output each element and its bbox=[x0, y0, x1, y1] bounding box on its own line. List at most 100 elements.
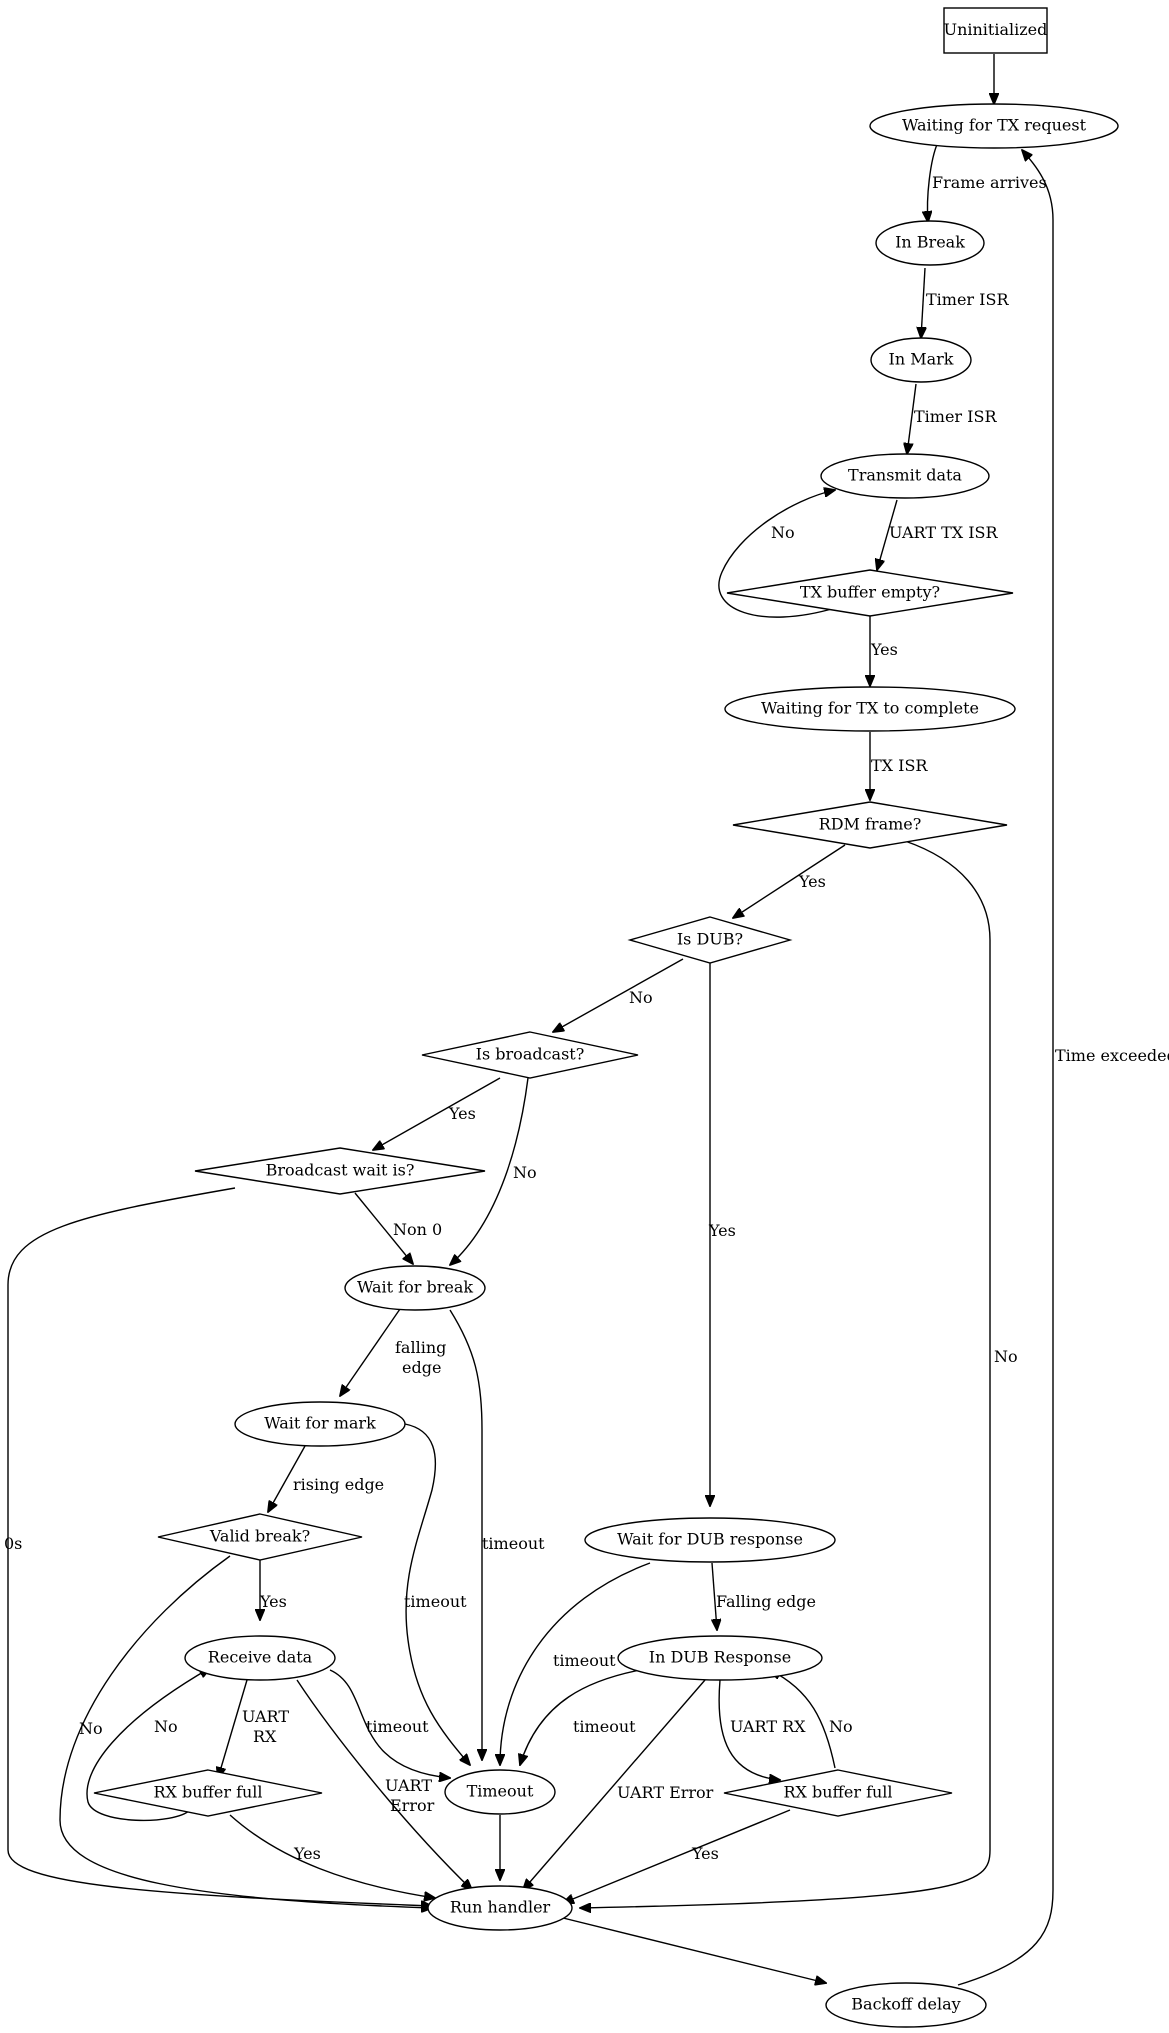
svg-text:Run handler: Run handler bbox=[450, 1898, 551, 1917]
label-valid-no: No bbox=[79, 1719, 103, 1738]
node-in-mark: In Mark bbox=[870, 337, 972, 383]
svg-text:Waiting for TX to complete: Waiting for TX to complete bbox=[761, 699, 979, 718]
node-rx-buffer-full-right: RX buffer full bbox=[723, 1769, 953, 1817]
node-wait-for-break: Wait for break bbox=[344, 1265, 486, 1311]
node-waiting-tx-complete: Waiting for TX to complete bbox=[724, 686, 1016, 732]
edge-mark-timeout bbox=[404, 1423, 470, 1765]
label-broadcast-non0: Non 0 bbox=[393, 1220, 442, 1239]
node-wait-for-mark: Wait for mark bbox=[234, 1401, 406, 1447]
edge-broadcast-0s bbox=[7, 1187, 432, 1906]
node-in-dub-response: In DUB Response bbox=[617, 1635, 823, 1681]
label-tx-empty-no: No bbox=[771, 523, 795, 542]
svg-text:Is DUB?: Is DUB? bbox=[677, 930, 743, 949]
edge-broadcast-non0 bbox=[354, 1192, 413, 1264]
label-timer-isr-1: Timer ISR bbox=[926, 290, 1009, 309]
svg-text:Backoff delay: Backoff delay bbox=[851, 1995, 960, 2014]
label-dub-falling-edge: Falling edge bbox=[716, 1592, 816, 1611]
svg-text:Transmit data: Transmit data bbox=[848, 466, 962, 485]
node-transmit-data: Transmit data bbox=[820, 453, 990, 499]
label-falling-edge-1: falling bbox=[395, 1338, 446, 1357]
node-is-broadcast: Is broadcast? bbox=[421, 1031, 639, 1079]
edge-rx-left-yes bbox=[229, 1814, 435, 1898]
edge-dub-uart-error bbox=[523, 1679, 706, 1890]
edge-timer-isr-1 bbox=[921, 267, 925, 338]
edge-broadcast-no bbox=[450, 1077, 529, 1265]
edge-rdm-yes bbox=[733, 844, 846, 918]
edge-rx-left-no bbox=[86, 1668, 210, 1822]
edge-dub-uart-rx bbox=[718, 1679, 780, 1780]
edge-handler-to-backoff bbox=[554, 1915, 826, 1983]
label-rx-right-yes: Yes bbox=[691, 1844, 719, 1863]
svg-text:In DUB Response: In DUB Response bbox=[649, 1648, 791, 1667]
label-receive-timeout: timeout bbox=[366, 1717, 429, 1736]
node-uninitialized: Uninitialized bbox=[943, 7, 1048, 54]
node-broadcast-wait: Broadcast wait is? bbox=[194, 1147, 486, 1195]
svg-text:RX buffer full: RX buffer full bbox=[783, 1783, 892, 1802]
label-uart-error-1: UART bbox=[385, 1776, 432, 1795]
label-tx-isr: TX ISR bbox=[871, 756, 928, 775]
edge-frame-arrives bbox=[927, 141, 939, 222]
label-dub-uart-error: UART Error bbox=[617, 1783, 714, 1802]
edge-tx-empty-no bbox=[718, 490, 835, 618]
svg-text:Receive data: Receive data bbox=[208, 1648, 313, 1667]
label-timer-isr-2: Timer ISR bbox=[914, 407, 997, 426]
svg-text:RDM frame?: RDM frame? bbox=[819, 815, 922, 834]
node-backoff-delay: Backoff delay bbox=[825, 1982, 987, 2028]
edge-rx-right-yes bbox=[563, 1809, 791, 1903]
edge-receive-timeout bbox=[329, 1669, 450, 1778]
svg-text:Broadcast wait is?: Broadcast wait is? bbox=[266, 1161, 415, 1180]
label-tx-empty-yes: Yes bbox=[870, 640, 898, 659]
edge-timer-isr-2 bbox=[907, 383, 917, 454]
label-valid-yes: Yes bbox=[259, 1592, 287, 1611]
edge-rising-edge bbox=[268, 1445, 306, 1512]
svg-text:Valid break?: Valid break? bbox=[209, 1527, 310, 1546]
label-broadcast-0s: 0s bbox=[4, 1534, 22, 1553]
edge-dub-falling-edge bbox=[712, 1562, 717, 1630]
svg-text:In Break: In Break bbox=[895, 233, 965, 252]
label-broadcast-yes: Yes bbox=[448, 1104, 476, 1123]
label-uart-error-2: Error bbox=[390, 1796, 435, 1815]
node-receive-data: Receive data bbox=[184, 1635, 336, 1681]
edge-dub-wait-timeout bbox=[500, 1562, 651, 1765]
node-wait-dub-response: Wait for DUB response bbox=[584, 1517, 836, 1563]
edge-uart-error-left bbox=[296, 1679, 472, 1890]
node-rdm-frame: RDM frame? bbox=[732, 801, 1008, 849]
label-dub-wait-timeout: timeout bbox=[553, 1651, 616, 1670]
edge-dub-no bbox=[553, 958, 684, 1032]
label-rx-left-yes: Yes bbox=[293, 1844, 321, 1863]
label-uart-tx-isr: UART TX ISR bbox=[889, 523, 999, 542]
node-tx-buffer-empty: TX buffer empty? bbox=[726, 569, 1014, 617]
edge-broadcast-yes bbox=[373, 1077, 501, 1150]
node-timeout: Timeout bbox=[444, 1769, 556, 1815]
edge-uart-tx-isr bbox=[877, 499, 898, 570]
svg-text:TX buffer empty?: TX buffer empty? bbox=[800, 583, 940, 602]
svg-text:In Mark: In Mark bbox=[889, 350, 954, 369]
label-dub-no: No bbox=[629, 988, 653, 1007]
node-run-handler: Run handler bbox=[427, 1885, 573, 1931]
svg-text:Timeout: Timeout bbox=[467, 1782, 534, 1801]
svg-text:Wait for DUB response: Wait for DUB response bbox=[617, 1530, 803, 1549]
svg-text:Uninitialized: Uninitialized bbox=[944, 20, 1048, 39]
label-rx-right-no: No bbox=[829, 1717, 853, 1736]
svg-text:RX buffer full: RX buffer full bbox=[153, 1783, 262, 1802]
svg-text:Waiting for TX request: Waiting for TX request bbox=[902, 116, 1087, 135]
svg-text:Wait for mark: Wait for mark bbox=[264, 1414, 376, 1433]
edge-uart-rx-left bbox=[218, 1679, 248, 1778]
svg-text:Wait for break: Wait for break bbox=[357, 1278, 473, 1297]
edge-falling-edge bbox=[340, 1308, 401, 1396]
label-mark-timeout: timeout bbox=[404, 1592, 467, 1611]
node-waiting-tx-request: Waiting for TX request bbox=[869, 103, 1119, 149]
label-rx-left-no: No bbox=[154, 1717, 178, 1736]
svg-text:Is broadcast?: Is broadcast? bbox=[476, 1045, 585, 1064]
edge-dub-resp-timeout bbox=[520, 1669, 641, 1765]
label-dub-resp-timeout: timeout bbox=[573, 1717, 636, 1736]
edge-time-exceeded bbox=[957, 150, 1054, 1986]
label-broadcast-no: No bbox=[513, 1163, 537, 1182]
node-is-dub: Is DUB? bbox=[627, 916, 793, 964]
node-in-break: In Break bbox=[875, 220, 985, 266]
label-time-exceeded: Time exceeded bbox=[1055, 1046, 1169, 1065]
label-rdm-no: No bbox=[994, 1347, 1018, 1366]
node-valid-break: Valid break? bbox=[157, 1513, 363, 1561]
label-rising-edge: rising edge bbox=[293, 1475, 384, 1494]
